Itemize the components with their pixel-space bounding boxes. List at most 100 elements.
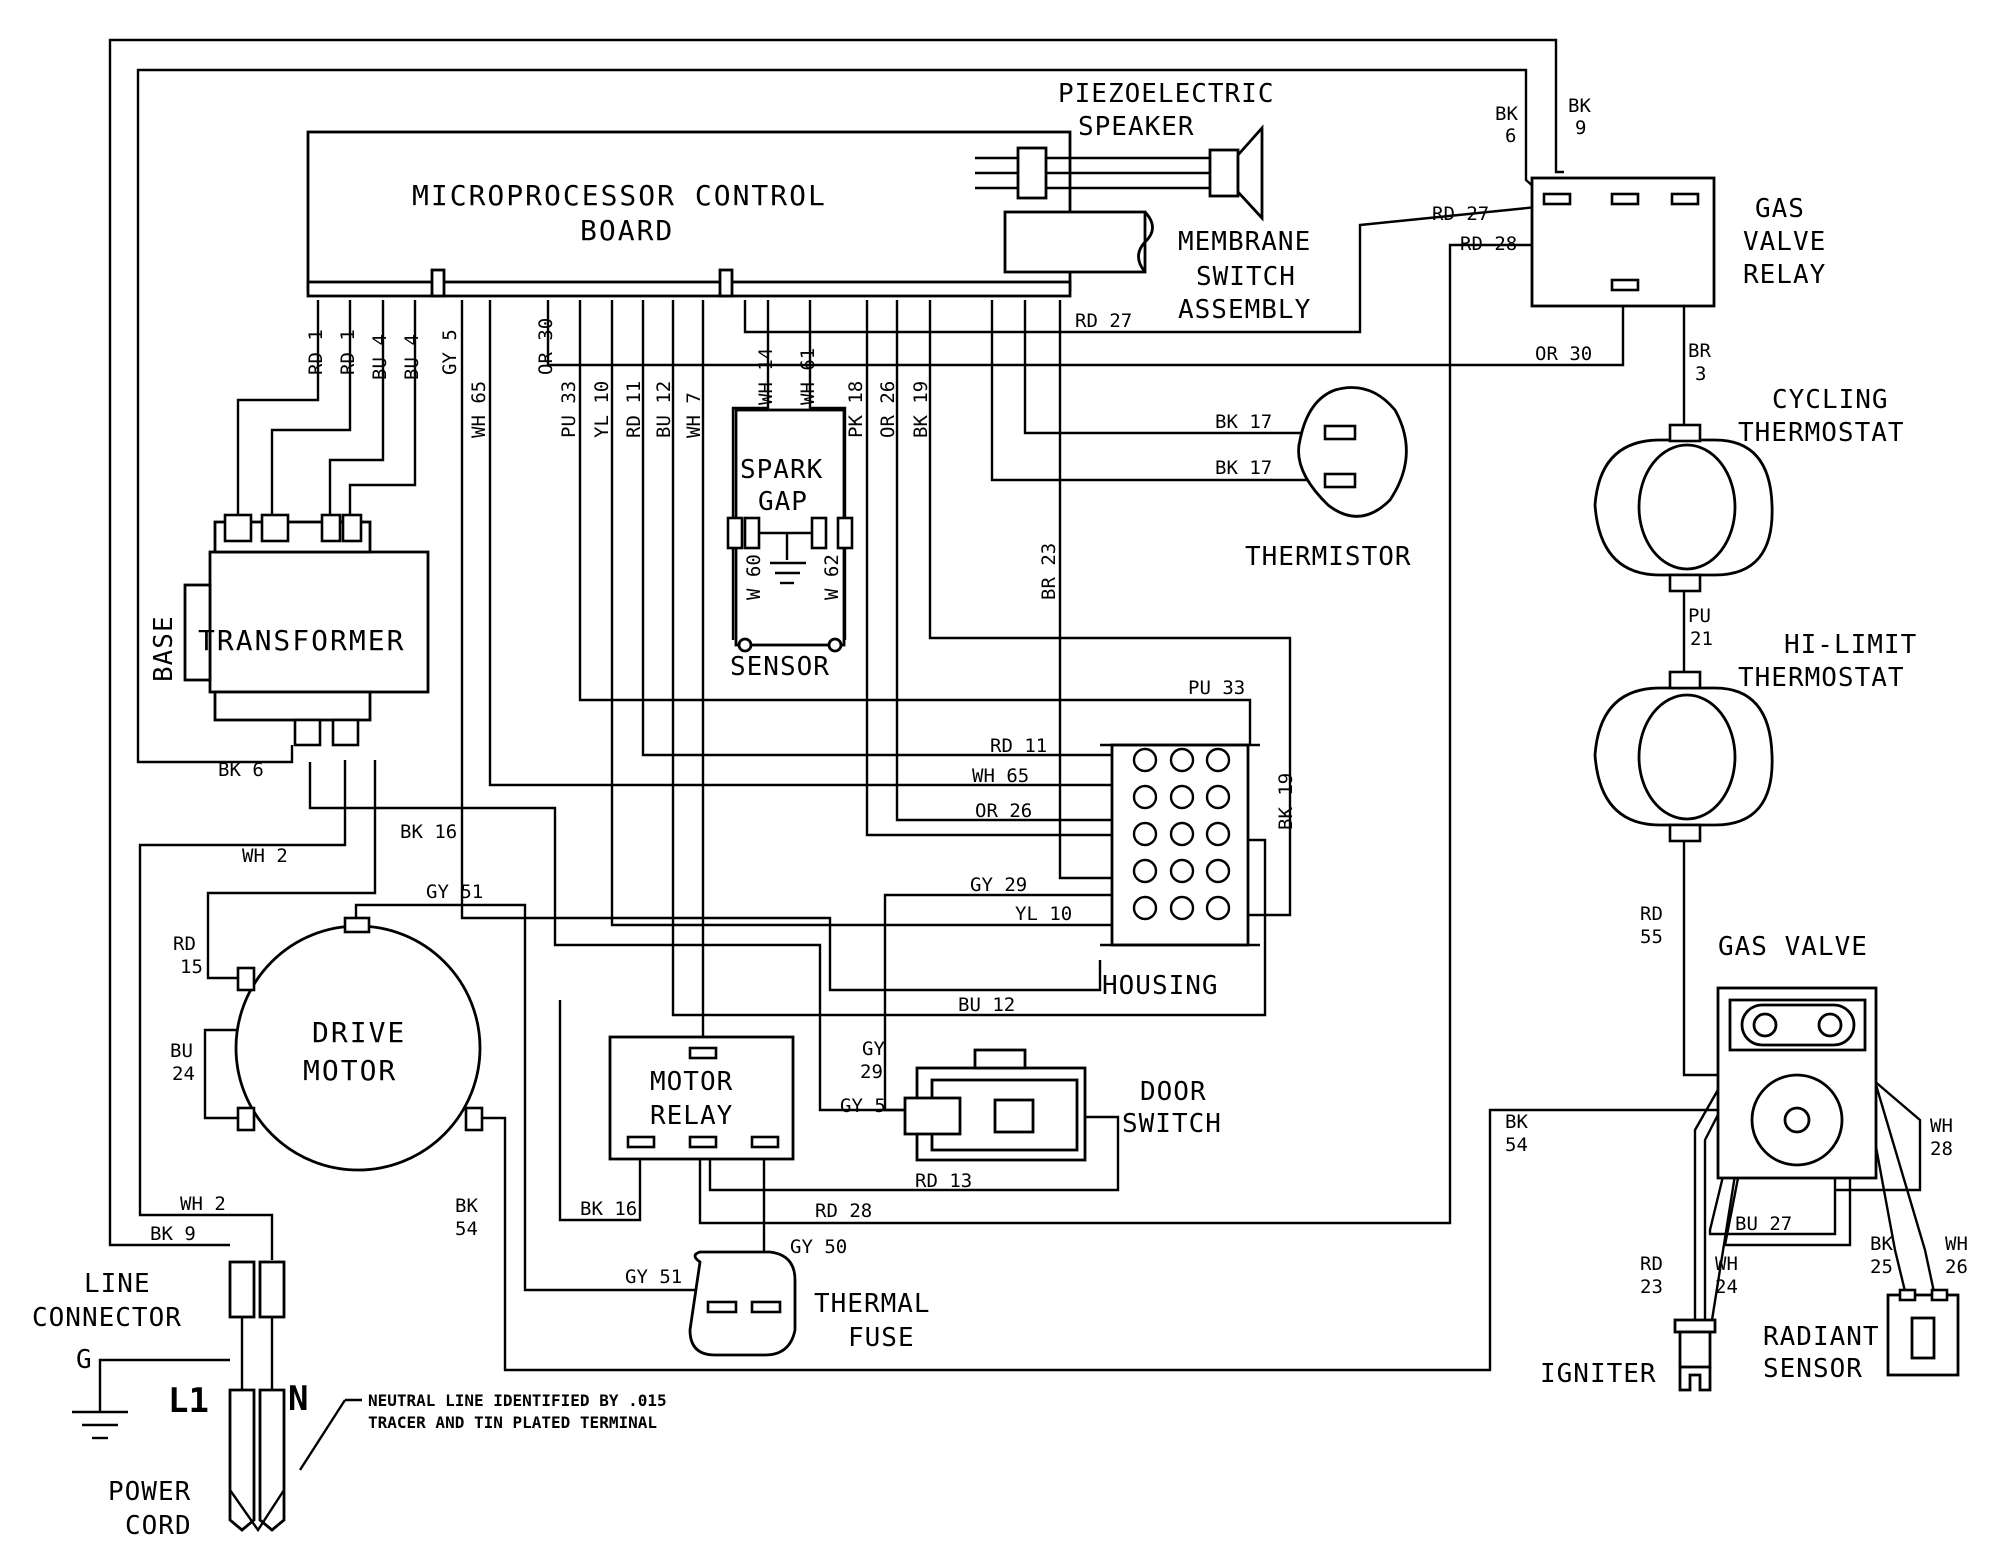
wire-label: WH 2 [242, 845, 288, 867]
wire-label: OR 30 [535, 318, 557, 375]
wire-label: BK [1495, 103, 1518, 125]
base-label: BASE [149, 615, 179, 682]
wire-bk54 [478, 1108, 1740, 1372]
wire-bu4-a [328, 300, 385, 515]
wire-label: WH 7 [683, 392, 705, 438]
wire-label: BU 12 [958, 994, 1015, 1016]
wire-label: 15 [180, 956, 203, 978]
wire-label: BU 12 [653, 381, 675, 438]
wire-rd13 [708, 1115, 1120, 1192]
membrane-label-1: MEMBRANE [1178, 227, 1311, 257]
wire-label: 24 [172, 1063, 195, 1085]
wire-label: BU 4 [401, 334, 423, 380]
wire-label: GY [862, 1038, 885, 1060]
wire-label: WH [1715, 1253, 1738, 1275]
wire-label: PU 33 [1188, 677, 1245, 699]
wire-label: PK 18 [845, 381, 867, 438]
wire-label: BK [1505, 1111, 1528, 1133]
housing-label: HOUSING [1102, 971, 1219, 1001]
igniter: IGNITER [1540, 1318, 1717, 1392]
housing: HOUSING [1100, 743, 1260, 1001]
hi-limit-label-1: HI-LIMIT [1784, 630, 1917, 660]
wire-label: BK [1568, 95, 1591, 117]
line-connector-label-2: CONNECTOR [32, 1303, 182, 1333]
wire-label: WH 2 [180, 1193, 226, 1215]
wire-label: BU 27 [1735, 1213, 1792, 1235]
wire-label: YL 10 [1015, 903, 1072, 925]
power-cord-label-1: POWER [108, 1477, 191, 1507]
wire-label: GY 51 [426, 881, 483, 903]
wire-wh2 [138, 760, 347, 1260]
wire-label: 54 [455, 1218, 478, 1240]
wire-label: BU 4 [369, 334, 391, 380]
wire-label: BU [170, 1040, 193, 1062]
wire-rd55 [1682, 835, 1720, 1077]
door-switch: DOOR SWITCH [903, 1048, 1221, 1162]
cycling-thermostat: CYCLING THERMOSTAT [1593, 385, 1904, 593]
wire-label: WH 65 [972, 765, 1029, 787]
wire-label: GY 5 [840, 1095, 886, 1117]
wire-label: 55 [1640, 926, 1663, 948]
gas-valve-relay: GAS VALVE RELAY [1530, 176, 1826, 308]
wire-label: RD [173, 933, 196, 955]
door-switch-label-1: DOOR [1140, 1077, 1207, 1107]
drive-motor-label-2: MOTOR [303, 1054, 397, 1087]
radiant-sensor: RADIANT SENSOR [1763, 1288, 1960, 1384]
igniter-label: IGNITER [1540, 1359, 1657, 1389]
control-board-label-1: MICROPROCESSOR CONTROL [412, 179, 827, 212]
wire-label: BK 17 [1215, 411, 1272, 433]
gas-valve-relay-label-3: RELAY [1743, 260, 1826, 290]
wire-label: BK 19 [910, 381, 932, 438]
wire-label: 24 [1715, 1276, 1738, 1298]
wire-label: BK 16 [580, 1198, 637, 1220]
wire-label: RD 28 [1460, 233, 1517, 255]
sensor-label: SENSOR [730, 652, 830, 682]
wire-label: 6 [1505, 125, 1516, 147]
wire-rd1-b [270, 300, 352, 515]
wire-label: WH 65 [468, 381, 490, 438]
wire-bu24 [203, 1028, 240, 1120]
wire-label: BK 6 [218, 759, 264, 781]
gas-valve-relay-label-1: GAS [1755, 194, 1805, 224]
motor-relay-label-1: MOTOR [650, 1067, 733, 1097]
gas-valve-label: GAS VALVE [1718, 932, 1868, 962]
power-cord-label-2: CORD [125, 1511, 192, 1541]
piezoelectric-speaker: PIEZOELECTRIC SPEAKER [975, 79, 1274, 222]
gas-valve-relay-label-2: VALVE [1743, 227, 1826, 257]
wire-label: RD 27 [1075, 310, 1132, 332]
spark-gap-label-1: SPARK [740, 455, 823, 485]
wire-label: WH [1930, 1115, 1953, 1137]
wire-label: WH [1945, 1233, 1968, 1255]
cycling-thermostat-label-1: CYCLING [1772, 385, 1889, 415]
thermistor-label: THERMISTOR [1245, 542, 1412, 572]
wire-label: RD 11 [623, 381, 645, 438]
wire-label: RD 13 [915, 1170, 972, 1192]
wire-label: 21 [1690, 628, 1713, 650]
wire-label: PU [1688, 605, 1711, 627]
wire-label: BR 23 [1038, 543, 1060, 600]
thermistor: THERMISTOR [1245, 386, 1412, 572]
wire-bk17-a [1023, 300, 1335, 435]
spark-gap-label-2: GAP [758, 487, 808, 517]
wire-label: RD [1640, 1253, 1663, 1275]
wire-label: GY 51 [625, 1266, 682, 1288]
power-cord: L1 N G POWER CORD NEUTRAL LINE IDENTIFIE… [72, 1345, 667, 1541]
wire-rd15 [206, 760, 377, 980]
wire-ground [98, 1358, 230, 1412]
wire-label: 9 [1575, 117, 1586, 139]
membrane-label-2: SWITCH [1196, 262, 1296, 292]
thermal-fuse-label-2: FUSE [848, 1323, 915, 1353]
radiant-sensor-label-2: SENSOR [1763, 1354, 1863, 1384]
wire-label: OR 26 [877, 381, 899, 438]
wire-label: BK [1870, 1233, 1893, 1255]
wire-rd27 [743, 198, 1607, 334]
wire-label: PU 33 [558, 381, 580, 438]
wire-pu33 [578, 300, 1252, 745]
wire-label: 28 [1930, 1138, 1953, 1160]
gas-valve: GAS VALVE [1716, 932, 1878, 1180]
wire-label: YL 10 [591, 381, 613, 438]
wire-bk6 [136, 68, 1546, 764]
wire-gy51 [354, 903, 700, 1292]
wire-rd28 [698, 209, 1608, 1225]
